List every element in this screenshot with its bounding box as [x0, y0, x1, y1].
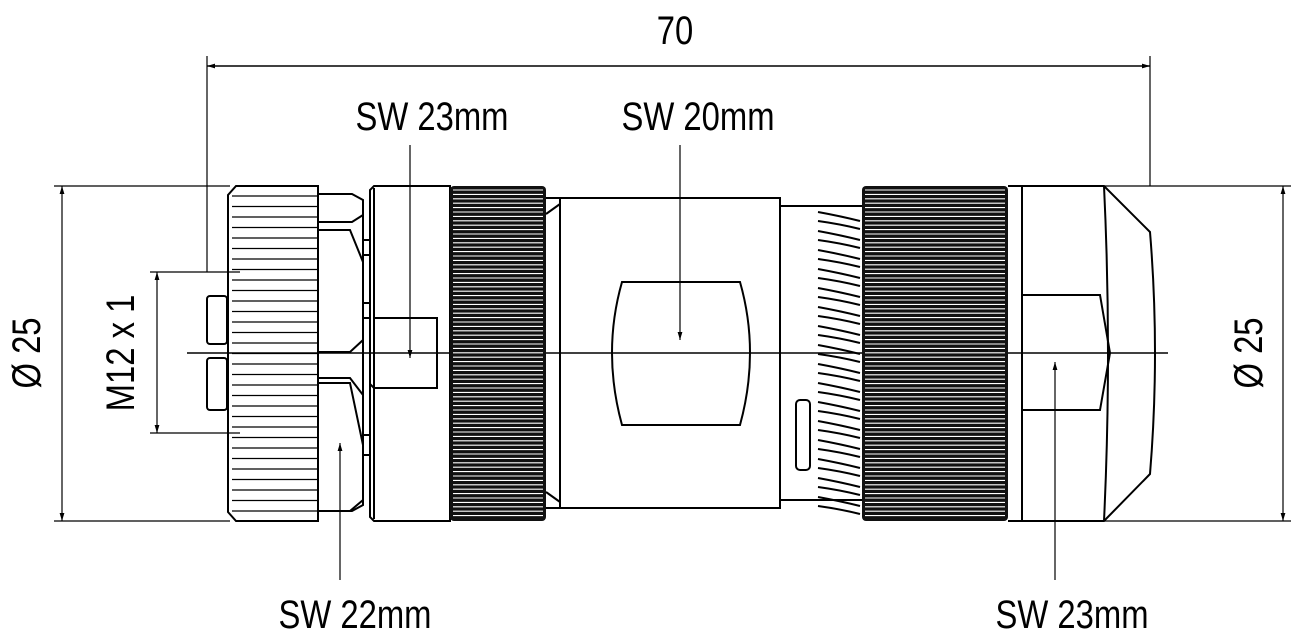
thread-line	[817, 382, 861, 401]
leader-sw20: SW 20mm	[621, 94, 775, 340]
dimension-overall-length: 70	[206, 8, 1151, 272]
thread-line	[817, 401, 861, 420]
dimension-left-diameter: Ø 25	[4, 185, 230, 522]
leader-sw23-top: SW 23mm	[355, 94, 509, 358]
sw20-label: SW 20mm	[621, 94, 774, 139]
cable-cap	[1008, 185, 1156, 522]
thread-line	[817, 439, 861, 458]
thread-line	[817, 496, 861, 515]
sw23-bottom-label: SW 23mm	[995, 592, 1148, 632]
sw22-label: SW 22mm	[278, 592, 431, 632]
right-knurled-nut	[862, 186, 1008, 521]
thread-line	[817, 458, 861, 477]
thread-line	[817, 306, 861, 325]
thread-line	[817, 287, 861, 306]
center-knurled-ring	[450, 186, 546, 521]
overall-length-label: 70	[657, 8, 693, 53]
thread-line	[817, 268, 861, 287]
dimension-thread: M12 x 1	[98, 271, 240, 434]
thread-line	[817, 325, 861, 344]
right-diameter-label: Ø 25	[1226, 317, 1271, 388]
left-knurled-nut	[227, 185, 319, 522]
thread-line	[817, 344, 861, 363]
coupling-body	[369, 185, 451, 522]
thread-line	[817, 420, 861, 439]
left-diameter-label: Ø 25	[4, 317, 49, 388]
leader-sw22: SW 22mm	[278, 443, 432, 632]
thread-line	[817, 363, 861, 382]
thread-line	[817, 211, 861, 230]
sw23-top-label: SW 23mm	[355, 94, 508, 139]
thread-line	[817, 477, 861, 496]
thread-line	[817, 249, 861, 268]
leader-sw23-bottom: SW 23mm	[995, 362, 1149, 632]
hex-body	[318, 193, 370, 512]
thread-label: M12 x 1	[98, 295, 143, 412]
thread-line	[817, 230, 861, 249]
dimension-right-diameter: Ø 25	[1010, 185, 1291, 522]
thread-section	[780, 205, 862, 515]
middle-body	[545, 197, 781, 509]
